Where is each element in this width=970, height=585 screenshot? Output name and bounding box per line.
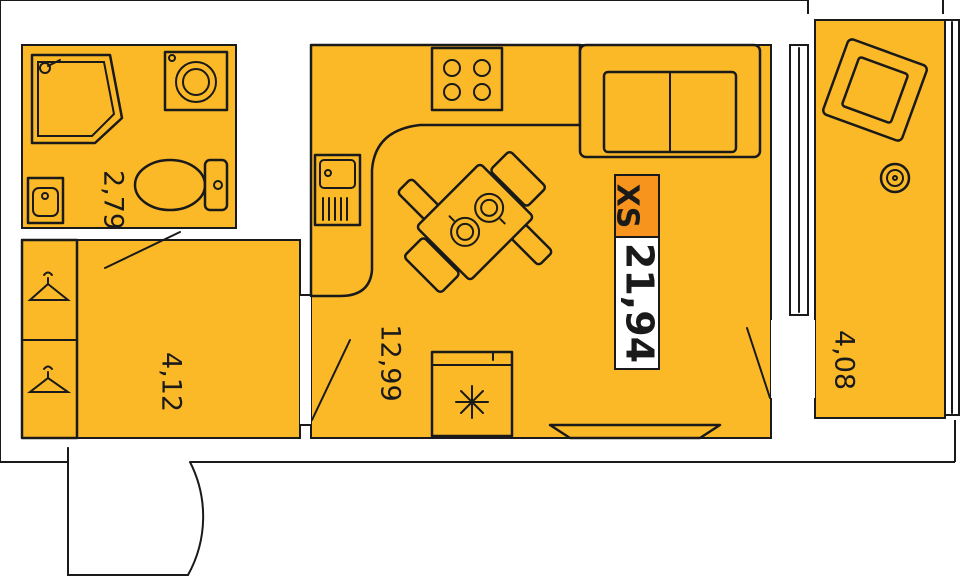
sink-icon: [26, 176, 65, 225]
dining-table-icon: [397, 150, 553, 294]
kitchen-sink-icon: [313, 153, 362, 227]
doors: [67, 231, 771, 576]
hallway-area: 4,12: [156, 352, 187, 412]
balcony-frame: [789, 19, 960, 416]
tv-icon: [548, 423, 722, 440]
sofa-icon: [578, 43, 762, 159]
shower-icon: [30, 53, 124, 145]
outer-walls: [0, 0, 956, 463]
floor-lamp-icon: [879, 162, 911, 194]
washing-machine-icon: [163, 50, 229, 112]
bathroom-area: 2,79: [98, 170, 129, 230]
unit-type-box: [614, 174, 660, 238]
hanger-icon: [27, 271, 71, 301]
wardrobe: [20, 238, 79, 440]
unit-area-box: [614, 236, 660, 370]
hanger-icon-2: [27, 365, 72, 393]
unit-tag: XS 21,94: [610, 174, 662, 370]
armchair-icon: [822, 38, 928, 142]
fridge-icon: [430, 350, 514, 438]
studio-area: 12,99: [375, 324, 406, 401]
unit-type-label: XS: [610, 184, 645, 229]
toilet-icon: [133, 158, 229, 212]
kitchen-counter: [309, 43, 582, 298]
unit-total-area: 21,94: [618, 243, 662, 363]
balcony-area: 4,08: [829, 330, 860, 390]
stove-icon: [430, 46, 504, 112]
